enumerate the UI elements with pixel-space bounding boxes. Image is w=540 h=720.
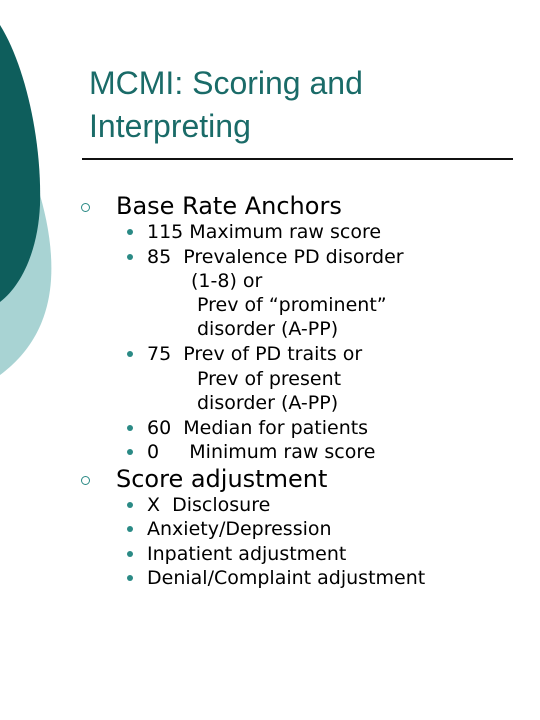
sub-bullet-item: Inpatient adjustment [147,543,347,565]
sub-bullet-item: 75 Prev of PD traits or [147,343,363,365]
title-divider [82,158,513,160]
sub-bullet-continuation: Prev of “prominent” [197,294,387,316]
bullet-circle-icon [81,203,90,212]
sub-bullet-continuation: disorder (A-PP) [197,318,339,340]
sub-bullet-dot-icon [127,229,133,235]
sub-bullet-dot-icon [127,425,133,431]
sub-bullet-item: X Disclosure [147,494,271,516]
slide-title: MCMI: Scoring and Interpreting [89,62,509,148]
sub-bullet-dot-icon [127,254,133,260]
sub-bullet-continuation: (1-8) or [191,270,263,292]
sub-bullet-continuation: Prev of present [197,368,342,390]
decorative-dark-wave [0,25,41,302]
sub-bullet-continuation: disorder (A-PP) [197,392,339,414]
slide-title-line-2: Interpreting [89,108,251,144]
bullet-base-rate-anchors: Base Rate Anchors [116,192,342,220]
sub-bullet-dot-icon [127,502,133,508]
sub-bullet-dot-icon [127,449,133,455]
sub-bullet-item: 60 Median for patients [147,417,369,439]
bullet-score-adjustment: Score adjustment [116,465,328,493]
slide-title-line-1: MCMI: Scoring and [89,65,363,101]
bullet-circle-icon [81,476,90,485]
sub-bullet-item: 85 Prevalence PD disorder [147,246,404,268]
sub-bullet-item: Denial/Complaint adjustment [147,567,426,589]
sub-bullet-dot-icon [127,575,133,581]
sub-bullet-dot-icon [127,351,133,357]
sub-bullet-dot-icon [127,526,133,532]
sub-bullet-dot-icon [127,551,133,557]
sub-bullet-item: 0 Minimum raw score [147,441,376,463]
sub-bullet-item: 115 Maximum raw score [147,221,382,243]
sub-bullet-item: Anxiety/Depression [147,518,332,540]
decorative-wave-shape [0,25,52,375]
